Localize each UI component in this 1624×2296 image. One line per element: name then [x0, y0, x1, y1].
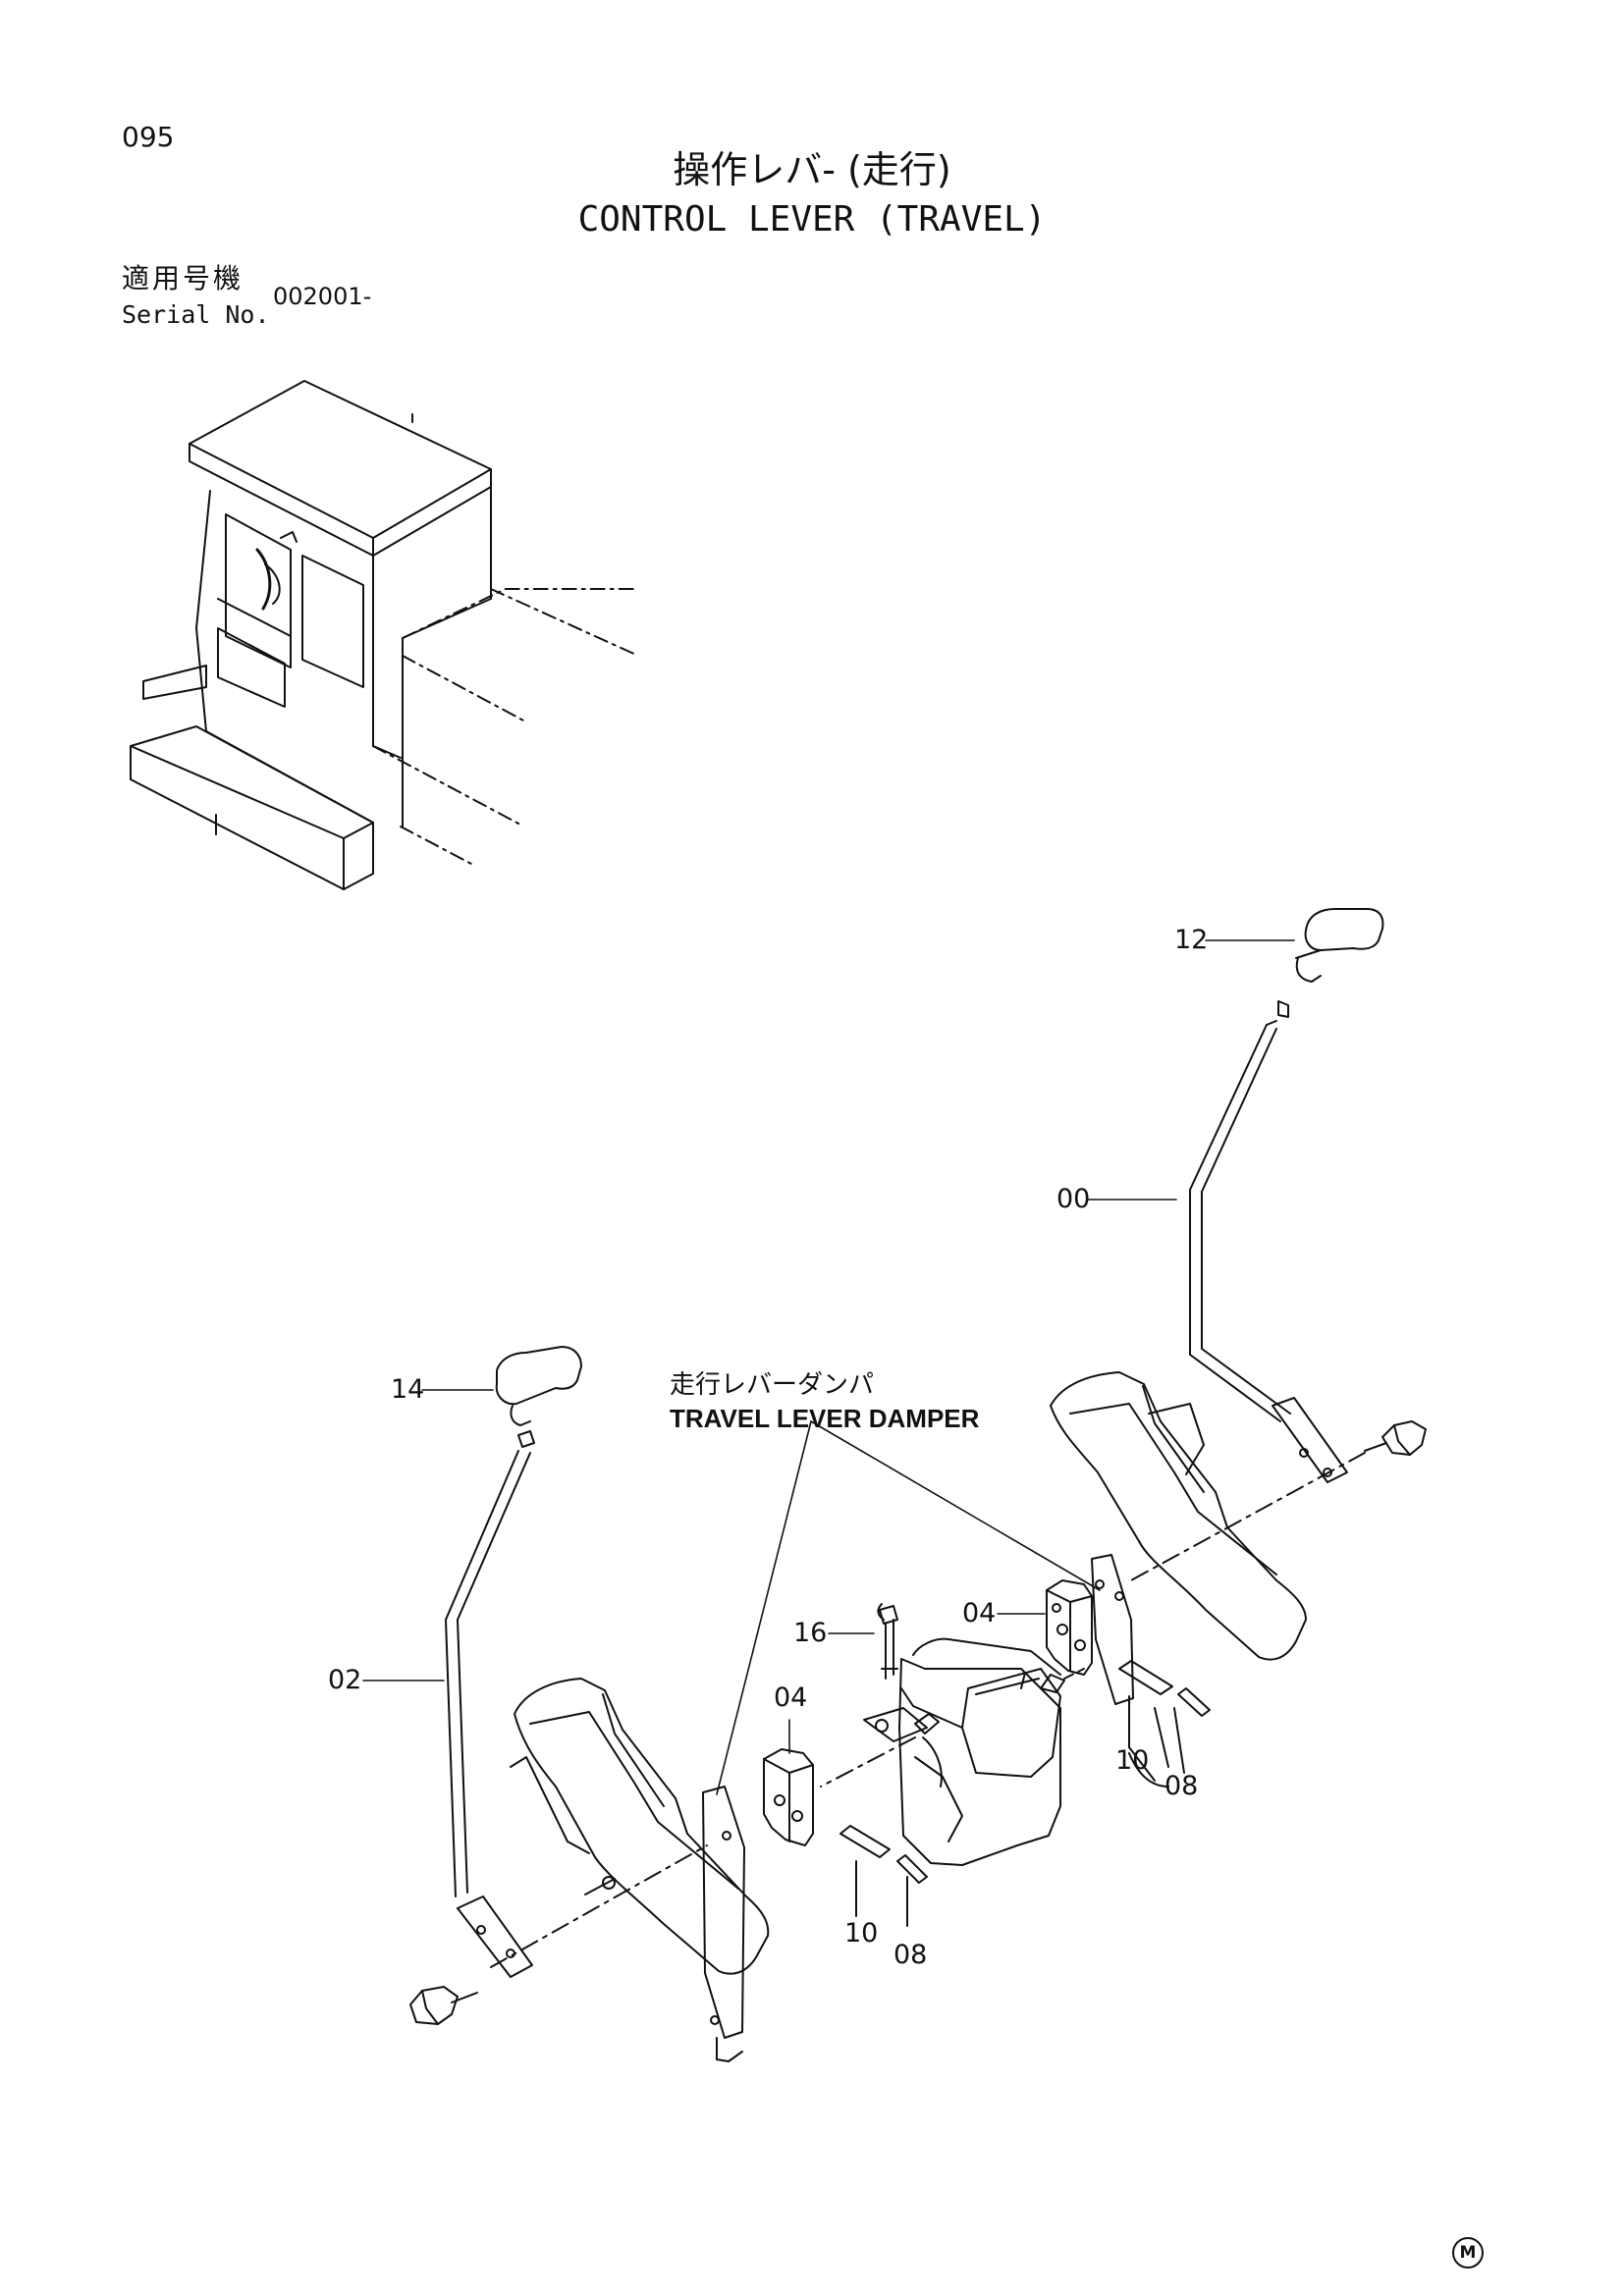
- callout-10-pin-right: 10: [1115, 1745, 1150, 1776]
- serial-label-english: Serial No.: [122, 300, 270, 329]
- leader-lines: [363, 940, 1294, 1794]
- serial-label-japanese: 適用号機: [122, 262, 244, 294]
- callout-12-knob: 12: [1174, 925, 1209, 955]
- page-number: 095: [122, 121, 175, 153]
- damper-pad-left: [764, 1749, 813, 1845]
- pins-left: [840, 1826, 927, 1926]
- callout-16-bolt: 16: [793, 1618, 828, 1648]
- footer-circled-mark: M: [1452, 2237, 1484, 2269]
- callout-00-lever: 00: [1056, 1184, 1091, 1214]
- callout-08-pin-right: 08: [1164, 1771, 1199, 1801]
- title-japanese: 操作レバ- (走行): [673, 148, 951, 191]
- cab-overview-illustration: [131, 381, 638, 889]
- callout-08-pin-left: 08: [893, 1940, 928, 1970]
- damper-label-english: TRAVEL LEVER DAMPER: [670, 1404, 980, 1433]
- callout-02-lever: 02: [328, 1665, 362, 1695]
- serial-number-value: 002001-: [273, 283, 372, 310]
- damper-pad-right: [1047, 1580, 1092, 1675]
- callout-10-pin-left: 10: [844, 1918, 879, 1949]
- pins-right: [1119, 1661, 1210, 1787]
- title-english: CONTROL LEVER (TRAVEL): [577, 199, 1047, 240]
- callout-14-knob: 14: [391, 1374, 425, 1405]
- travel-lever-damper: [821, 1604, 1084, 1865]
- left-travel-lever: [410, 1347, 768, 2061]
- right-travel-lever: [1051, 909, 1426, 1704]
- callout-04-pad-right: 04: [962, 1598, 997, 1629]
- callout-04-pad-left: 04: [774, 1682, 808, 1713]
- damper-label-japanese: 走行レバーダンパ: [670, 1370, 875, 1400]
